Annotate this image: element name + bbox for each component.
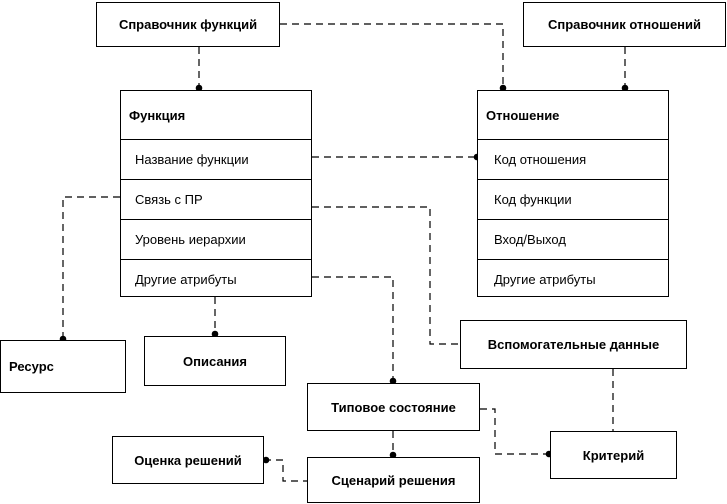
resource-box[interactable]: Ресурс [0, 340, 126, 393]
relation-title: Отношение [486, 107, 560, 123]
function-attr-name[interactable]: Название функции [121, 139, 311, 179]
function-entity[interactable]: Функция Название функции Связь с ПР Уров… [120, 90, 312, 297]
endpoint-dot [389, 377, 397, 385]
endpoint-dot [621, 84, 629, 92]
criterion-label: Критерий [582, 447, 645, 463]
endpoint-dot [262, 456, 270, 464]
criterion-box[interactable]: Критерий [550, 431, 677, 479]
link-prlink-to-resource [62, 196, 120, 340]
relation-attr-other[interactable]: Другие атрибуты [478, 259, 668, 298]
scenario-label: Сценарий решения [331, 472, 456, 488]
ref-relations-box[interactable]: Справочник отношений [523, 2, 726, 47]
function-attr-hierarchy[interactable]: Уровень иерархии [121, 219, 311, 259]
ref-functions-label: Справочник функций [118, 17, 258, 32]
aux-data-box[interactable]: Вспомогательные данные [460, 320, 687, 369]
typical-state-box[interactable]: Типовое состояние [307, 383, 480, 431]
endpoint-dot [389, 451, 397, 459]
function-attr-other[interactable]: Другие атрибуты [121, 259, 311, 298]
link-ref-functions-to-relation [280, 23, 504, 90]
link-evaluation-to-scenario [264, 459, 307, 482]
scenario-box[interactable]: Сценарий решения [307, 457, 480, 503]
function-attr-pr-link[interactable]: Связь с ПР [121, 179, 311, 219]
evaluation-label: Оценка решений [134, 452, 242, 468]
endpoint-dot [499, 84, 507, 92]
link-other-to-state [312, 276, 394, 383]
relation-attr-io[interactable]: Вход/Выход [478, 219, 668, 259]
ref-relations-label: Справочник отношений [547, 17, 702, 32]
typical-state-label: Типовое состояние [331, 399, 456, 415]
descriptions-label: Описания [182, 353, 247, 369]
endpoint-dot [195, 84, 203, 92]
relation-entity[interactable]: Отношение Код отношения Код функции Вход… [477, 90, 669, 297]
ref-functions-box[interactable]: Справочник функций [96, 2, 280, 47]
link-prlink-to-aux [312, 206, 460, 345]
endpoint-dot [211, 330, 219, 338]
relation-attr-code[interactable]: Код отношения [478, 139, 668, 179]
relation-attr-function-code[interactable]: Код функции [478, 179, 668, 219]
resource-label: Ресурс [9, 359, 54, 374]
function-title: Функция [129, 107, 186, 123]
evaluation-box[interactable]: Оценка решений [112, 436, 264, 484]
link-state-to-criterion [480, 408, 550, 455]
descriptions-box[interactable]: Описания [144, 336, 286, 386]
aux-data-label: Вспомогательные данные [487, 337, 660, 352]
